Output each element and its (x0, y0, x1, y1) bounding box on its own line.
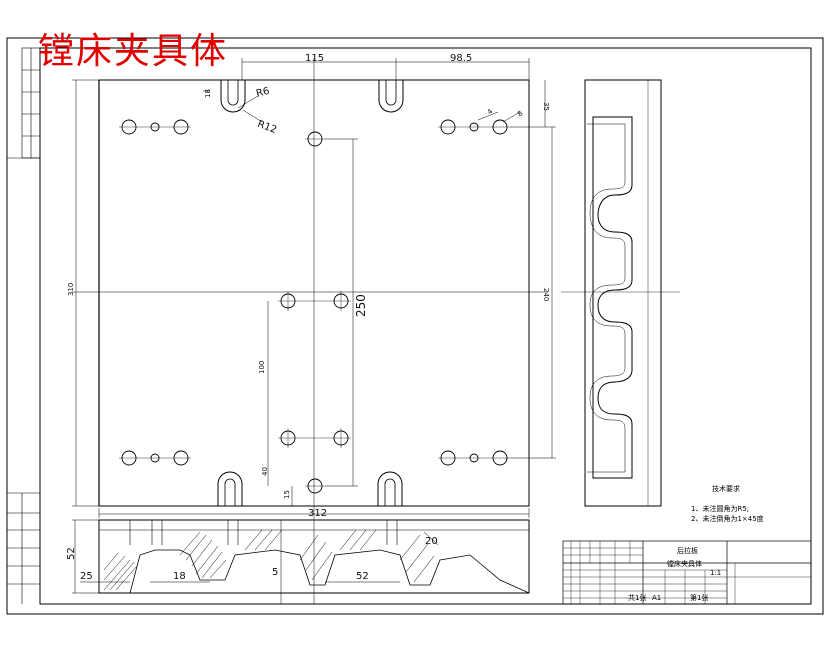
section-view (98, 519, 530, 604)
dim-section-slot: 18 (173, 571, 186, 582)
dim-overall-width: 312 (308, 508, 327, 519)
dim-section-height: 52 (66, 547, 77, 560)
dim-slot-radius-large: R12 (256, 119, 278, 136)
title-block-sheet-no: 第1张 (690, 593, 708, 602)
dim-overall-height: 310 (67, 283, 75, 296)
dim-inner-span: 100 (258, 361, 266, 374)
notes-item-2: 2、未注倒角为1×45度 (691, 514, 764, 523)
section-dimensions (72, 519, 400, 594)
dim-center-span: 250 (354, 294, 368, 317)
side-view (561, 79, 680, 507)
left-strip-top (7, 47, 41, 159)
dim-top-left-width: 115 (305, 53, 324, 64)
title-block (562, 540, 812, 605)
dim-bottom-offset: 15 (283, 490, 291, 499)
dim-top-right-width: 98.5 (450, 53, 472, 64)
title-block-qty: A1 (652, 594, 661, 602)
plan-view (72, 58, 548, 604)
dim-section-left: 25 (80, 571, 93, 582)
left-strip-bottom (7, 492, 40, 604)
dim-slot-depth: 18 (204, 89, 212, 98)
dim-section-depth: 5 (272, 567, 278, 578)
title-block-scale: 1:1 (710, 569, 721, 577)
title-block-sheet: 共1张 (628, 593, 646, 602)
title-block-school: 后拉板 (677, 546, 698, 555)
inner-border (39, 47, 812, 605)
title-block-part: 镗床夹具体 (667, 559, 702, 568)
outer-border (6, 37, 824, 615)
dim-hole-d2: 8 (516, 109, 525, 118)
dim-section-corner: 20 (425, 536, 438, 547)
notes-heading: 技术要求 (712, 484, 740, 493)
hole-centerlines (119, 126, 510, 487)
holes (121, 119, 508, 494)
dim-section-right: 52 (356, 571, 369, 582)
notes-item-1: 1、未注圆角为R5; (691, 504, 749, 513)
dim-slot-radius-small: R6 (255, 86, 271, 100)
drawing-title: 镗床夹具体 (38, 31, 229, 72)
dim-side-height: 240 (542, 288, 550, 301)
dim-top-offset: 35 (542, 102, 550, 111)
dimension-lines (72, 58, 556, 518)
section-hatching (103, 529, 439, 591)
dim-lower-offset: 40 (261, 467, 269, 476)
dim-hole-d1: 4 (486, 107, 495, 116)
